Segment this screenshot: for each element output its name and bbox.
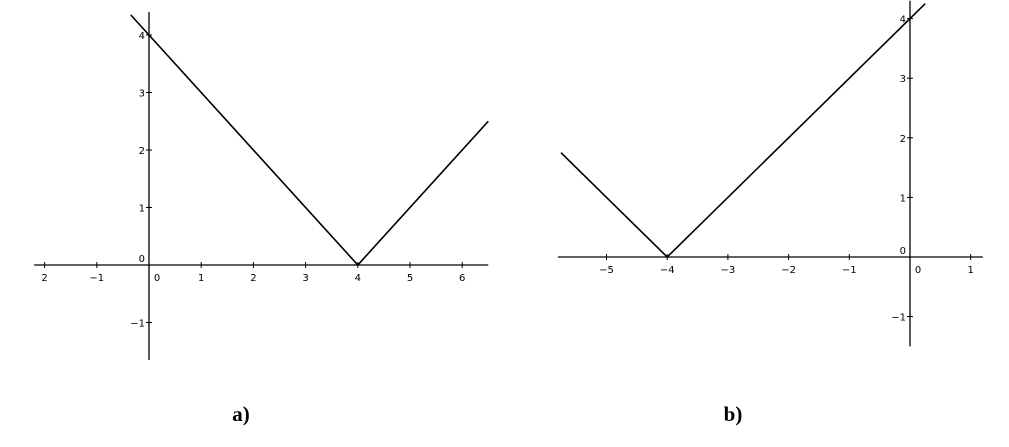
- y-tick-label: 3: [139, 89, 145, 100]
- x-tick-label: −4: [660, 265, 675, 276]
- y-tick-label: −1: [891, 313, 906, 324]
- x-tick-label: −2: [781, 265, 796, 276]
- y-ticks: −1 0 1 2 3 4: [891, 15, 913, 324]
- y-tick-label: −1: [130, 319, 145, 330]
- x-tick-label: −3: [721, 265, 736, 276]
- x-tick-label: −1: [89, 273, 104, 284]
- caption: a): [232, 402, 250, 426]
- x-tick-label: 2: [250, 273, 256, 284]
- x-tick-label: 2: [41, 273, 47, 284]
- x-tick-label: 4: [355, 273, 361, 284]
- x-tick-label: 1: [198, 273, 204, 284]
- x-tick-label: 0: [915, 265, 921, 276]
- x-ticks: 2 −1 0 1 2 3 4 5 6: [41, 262, 465, 284]
- y-tick-label: 1: [900, 193, 906, 204]
- y-tick-label: 2: [139, 146, 145, 157]
- y-tick-label: 4: [900, 15, 906, 26]
- x-ticks: −5 −4 −3 −2 −1 0 1: [599, 254, 974, 276]
- x-tick-label: 3: [302, 273, 308, 284]
- y-tick-label: 4: [139, 31, 145, 42]
- x-tick-label: 1: [968, 265, 974, 276]
- panel-a: 2 −1 0 1 2 3 4 5 6 −1 0 1 2 3 4 a): [34, 12, 489, 426]
- y-tick-label: 2: [900, 134, 906, 145]
- x-tick-label: −5: [599, 265, 614, 276]
- y-tick-label: 3: [900, 74, 906, 85]
- x-tick-label: −1: [842, 265, 857, 276]
- y-tick-label: 1: [139, 204, 145, 215]
- absolute-value-line: [560, 3, 926, 259]
- absolute-value-line: [130, 14, 489, 267]
- panel-b: −5 −4 −3 −2 −1 0 1 −1 0 1 2 3 4 b): [557, 0, 983, 426]
- caption: b): [724, 402, 743, 426]
- x-tick-label: 6: [459, 273, 465, 284]
- x-tick-label: 5: [407, 273, 413, 284]
- y-tick-label: 0: [139, 254, 145, 265]
- x-tick-label: 0: [154, 273, 160, 284]
- y-tick-label: 0: [900, 246, 906, 257]
